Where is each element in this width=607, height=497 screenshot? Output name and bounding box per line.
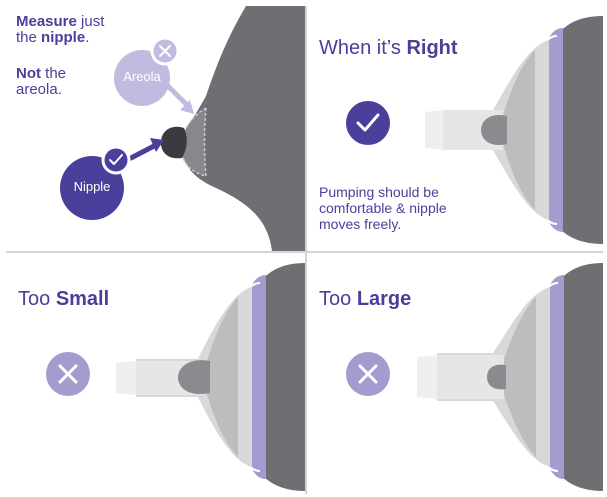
areola-arrow-head — [180, 100, 194, 114]
large-title-pre: Too — [319, 288, 357, 310]
too-small-panel: Too Small — [6, 253, 305, 494]
close-icon — [358, 364, 378, 384]
too-small-illustration — [46, 263, 305, 491]
measure-bold: Measure — [16, 13, 77, 30]
nipple-check-badge — [101, 145, 131, 175]
right-caption-line1: Pumping should be — [319, 184, 439, 200]
measure-line2-pre: the — [16, 29, 42, 46]
right-check-badge — [346, 101, 390, 145]
areola-bubble — [114, 50, 170, 106]
large-title-bold: Large — [356, 288, 412, 310]
measure-panel: Measure just the nipple. Not the areola.… — [6, 6, 305, 251]
breast-shape — [183, 6, 305, 251]
large-title: Too Large — [319, 288, 411, 311]
right-fit-illustration — [346, 16, 603, 244]
areola-shape — [180, 106, 207, 177]
measure-rest: just — [76, 13, 105, 30]
small-title-bold: Small — [55, 288, 110, 310]
too-large-panel: Too Large — [307, 253, 603, 494]
measure-line2-post: . — [85, 29, 90, 46]
areola-arrow-line — [165, 83, 189, 107]
tunnel-end — [425, 110, 443, 150]
close-icon — [58, 364, 78, 384]
not-areola-instruction: Not the areola. — [16, 66, 66, 98]
breast-shape — [552, 16, 603, 244]
areola-label: Areola — [123, 69, 161, 84]
breast-shape — [553, 263, 603, 491]
nipple-label: Nipple — [73, 179, 111, 194]
right-title-pre: When it’s — [319, 37, 407, 59]
nipple-shape — [160, 126, 187, 159]
nipple-shape — [487, 364, 506, 390]
horizontal-divider — [6, 251, 603, 253]
nipple-shape — [178, 360, 210, 395]
areola-word: areola. — [16, 81, 62, 98]
nipple-shape — [481, 114, 507, 146]
right-fit-panel: When it’s Right Pumping should be comfor… — [307, 6, 603, 251]
right-caption: Pumping should be comfortable & nipple m… — [319, 184, 447, 232]
flange-inner — [504, 297, 536, 457]
too-large-illustration — [346, 263, 603, 491]
check-icon — [109, 154, 123, 165]
nipple-bold: nipple — [41, 29, 86, 46]
tunnel-end — [116, 361, 136, 395]
nipple-arrow-line — [128, 143, 157, 161]
flange-inner — [503, 50, 535, 210]
right-caption-line2: comfortable & nipple — [319, 200, 447, 216]
right-title-bold: Right — [406, 37, 458, 59]
small-title-pre: Too — [18, 288, 56, 310]
not-bold: Not — [16, 65, 41, 82]
tunnel — [437, 355, 504, 399]
close-icon — [159, 45, 171, 57]
measure-instruction: Measure just the nipple. — [16, 14, 104, 46]
breast-measure-illustration — [60, 6, 305, 251]
tunnel-end — [417, 355, 437, 399]
breast-shape — [255, 263, 305, 491]
flange-inner — [206, 297, 238, 457]
not-rest: the — [41, 65, 67, 82]
right-caption-line3: moves freely. — [319, 216, 402, 232]
check-icon — [356, 113, 380, 132]
vertical-divider — [305, 6, 307, 494]
nipple-arrow-head — [150, 138, 164, 152]
right-title: When it’s Right — [319, 37, 458, 60]
small-title: Too Small — [18, 288, 109, 311]
